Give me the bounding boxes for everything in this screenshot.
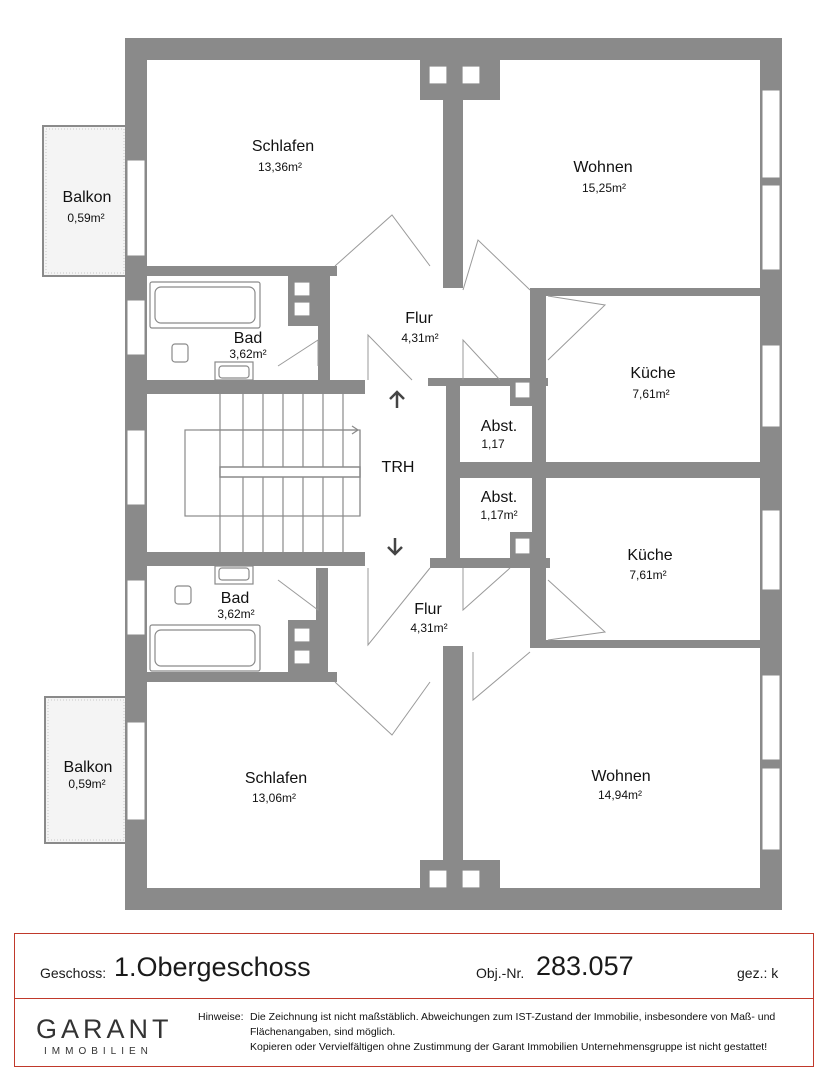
notes: Hinweise: Die Zeichnung ist nicht maßstä… [198,1010,808,1055]
room-area: 4,31m² [401,331,438,345]
room-area: 3,62m² [229,347,266,361]
room-area: 4,31m² [410,621,447,635]
title-divider [14,998,814,999]
title-block [14,933,814,1067]
geschoss-label: Geschoss: [40,965,107,981]
interior-walls [147,60,760,888]
room-area: 14,94m² [598,788,642,802]
room-area: 1,17 [481,437,505,451]
chimney-shafts [288,60,534,889]
obj-value: 283.057 [536,951,634,981]
room-name: Abst. [481,489,517,506]
room-name: Balkon [64,759,113,776]
balkon-bottom [44,696,128,844]
room-area: 0,59m² [68,777,105,791]
arrow-down-icon [387,538,403,556]
room-name: Wohnen [591,768,650,785]
room-area: 13,06m² [252,791,296,805]
room-area: 7,61m² [632,387,669,401]
drawn-by-label: gez.: k [737,965,779,981]
room-name: Bad [234,330,262,347]
floor-plan: Schlafen 13,36m² Wohnen 15,25m² Balkon 0… [42,38,782,910]
room-area: 0,59m² [67,211,104,225]
room-name: Flur [414,601,442,618]
arrow-up-icon [389,390,405,408]
room-name: Balkon [63,189,112,206]
notes-line-1: Die Zeichnung ist nicht maßstäblich. Abw… [250,1011,776,1038]
geschoss-value: 1.Obergeschoss [114,952,311,982]
room-name: Abst. [481,418,517,435]
room-name: Flur [405,310,433,327]
staircase [184,394,361,552]
room-name: Bad [221,590,249,607]
room-name: Schlafen [252,138,314,155]
room-area: 7,61m² [629,568,666,582]
doors [277,214,607,736]
garant-logo-sub: IMMOBILIEN [44,1046,153,1057]
room-area: 1,17m² [480,508,517,522]
windows [126,89,781,851]
room-area: 15,25m² [582,181,626,195]
garant-logo: GARANT [36,1014,173,1044]
room-name: Wohnen [573,159,632,176]
room-name: Küche [627,547,672,564]
obj-label: Obj.-Nr. [476,965,525,981]
room-area: 3,62m² [217,607,254,621]
room-name: TRH [382,459,415,476]
room-area: 13,36m² [258,160,302,174]
room-name: Küche [630,365,675,382]
bath-fixtures [149,281,261,672]
notes-label: Hinweise: [198,1011,244,1023]
room-name: Schlafen [245,770,307,787]
balkon-top [42,125,128,277]
notes-line-2: Kopieren oder Vervielfältigen ohne Zusti… [250,1041,768,1053]
